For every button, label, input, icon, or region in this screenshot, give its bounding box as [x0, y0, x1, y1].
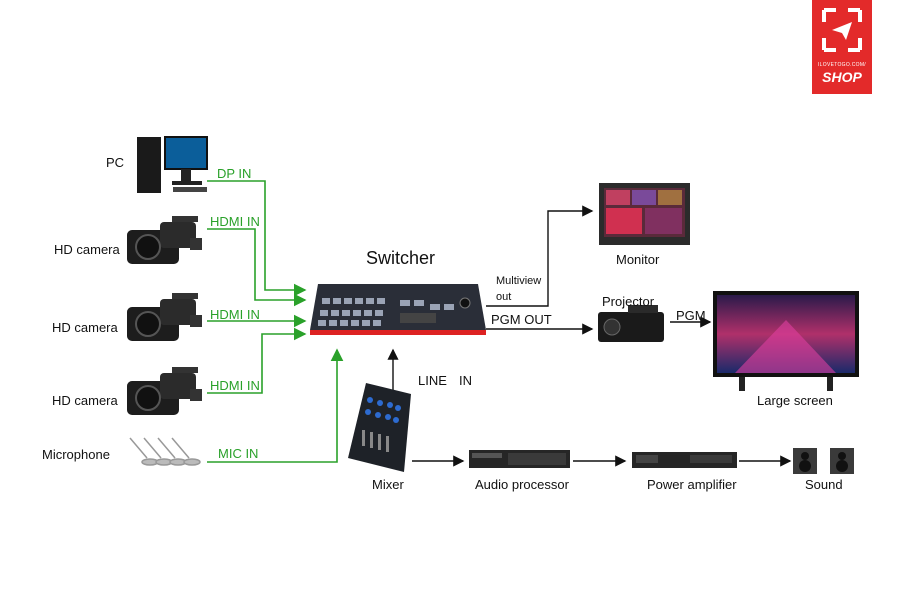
- dp-in-line: [207, 180, 307, 297]
- output-connections: [387, 205, 792, 467]
- hdmi-in-2-label: HDMI IN: [210, 307, 260, 322]
- switcher-title: Switcher: [366, 248, 436, 268]
- multiview-line: [486, 205, 594, 307]
- camera-icon-2: [127, 293, 202, 341]
- power-amplifier-icon: [632, 452, 737, 468]
- camera-1-label: HD camera: [54, 242, 120, 257]
- pc-icon: [137, 136, 208, 193]
- projector-icon: [598, 305, 664, 342]
- input-connections: [207, 180, 344, 463]
- multiview-label: Multiview: [496, 275, 542, 287]
- logo-shop: SHOP: [822, 69, 862, 85]
- camera-icon-3: [127, 367, 202, 415]
- projector-label: Projector: [602, 294, 655, 309]
- large-screen-label: Large screen: [757, 393, 833, 408]
- sound-icon: [793, 448, 854, 474]
- microphone-icon: [129, 437, 201, 466]
- microphone-label: Microphone: [42, 447, 110, 462]
- hdmi-in-1-line: [207, 228, 307, 307]
- large-screen-icon: [713, 291, 859, 391]
- dp-in-label: DP IN: [217, 166, 252, 181]
- monitor-icon: [599, 183, 690, 245]
- camera-2-label: HD camera: [52, 320, 118, 335]
- switcher-icon: [310, 284, 486, 335]
- line-label: LINE: [418, 373, 447, 388]
- mixer-label: Mixer: [372, 477, 404, 492]
- hdmi-in-1-label: HDMI IN: [210, 214, 260, 229]
- hdmi-in-3-label: HDMI IN: [210, 378, 260, 393]
- pgm-out-label: PGM OUT: [491, 312, 552, 327]
- bracket-icon: [822, 8, 862, 52]
- mic-in-line: [207, 348, 344, 463]
- hdmi-in-3-line: [207, 327, 307, 394]
- pc-label: PC: [106, 155, 125, 170]
- audio-processor-icon: [469, 450, 570, 468]
- mic-in-label: MIC IN: [218, 446, 259, 461]
- audio-processor-label: Audio processor: [475, 477, 569, 492]
- monitor-label: Monitor: [616, 252, 660, 267]
- mixer-icon: [348, 383, 411, 472]
- camera-3-label: HD camera: [52, 393, 118, 408]
- shop-logo[interactable]: ILOVETOGO.COM/ SHOP: [812, 0, 872, 94]
- camera-icon-1: [127, 216, 202, 264]
- sound-label: Sound: [805, 477, 843, 492]
- pgm-label: PGM: [676, 308, 706, 323]
- logo-url: ILOVETOGO.COM/: [817, 62, 866, 68]
- power-amplifier-label: Power amplifier: [647, 477, 737, 492]
- in-label: IN: [459, 373, 472, 388]
- multiview-out-label: out: [496, 291, 512, 303]
